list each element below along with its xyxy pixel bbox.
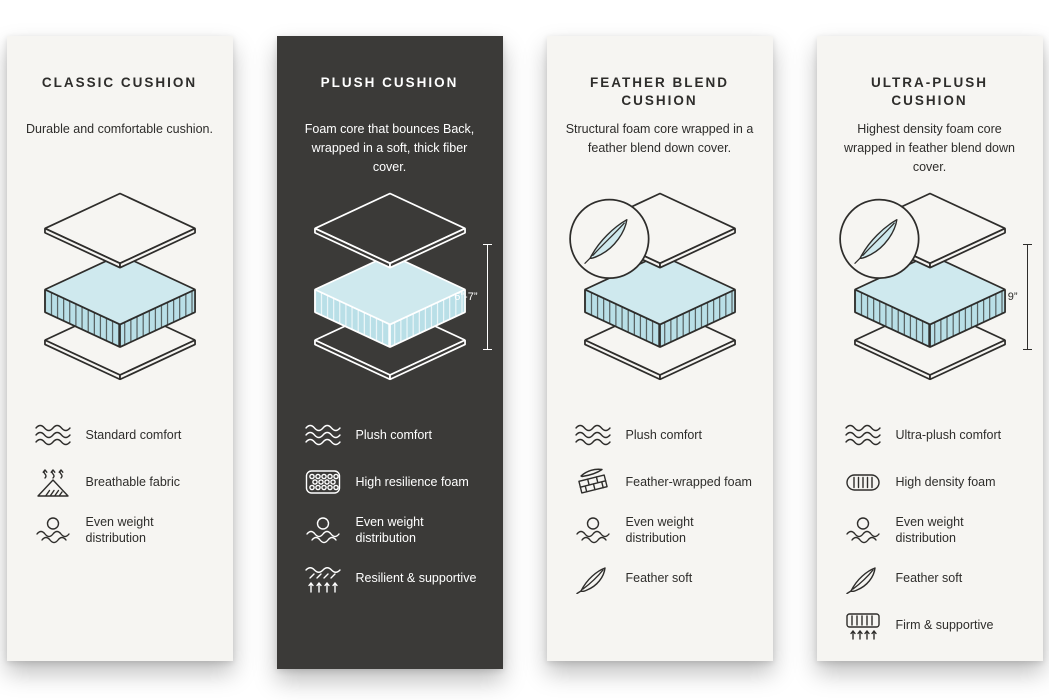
feature-label: Even weight distribution bbox=[355, 515, 424, 546]
measure-rule bbox=[1022, 244, 1032, 350]
feature-row: Feather soft bbox=[574, 564, 756, 594]
foam-core-layer bbox=[43, 253, 196, 348]
feature-row: Feather soft bbox=[844, 564, 1026, 594]
feature-label: Plush comfort bbox=[355, 427, 432, 442]
feature-list: Ultra-plush comfort High density foam Ev… bbox=[834, 420, 1026, 641]
card-ultra-plush-cushion: ULTRA-PLUSH CUSHION Highest density foam… bbox=[816, 36, 1043, 661]
waves-icon bbox=[574, 420, 612, 450]
card-title: FEATHER BLEND CUSHION bbox=[590, 75, 729, 109]
top-cover-layer bbox=[313, 192, 466, 269]
feature-label: Firm & supportive bbox=[895, 618, 994, 633]
feature-row: High resilience foam bbox=[304, 467, 486, 497]
feature-label: Ultra-plush comfort bbox=[895, 427, 1002, 442]
thickness-label: 6”-7” bbox=[454, 291, 478, 303]
feature-label: High density foam bbox=[895, 474, 996, 489]
mattress-illustration bbox=[564, 190, 756, 394]
card-description: Durable and comfortable cushion. bbox=[26, 122, 213, 136]
feature-label: Plush comfort bbox=[625, 427, 702, 442]
card-classic-cushion: CLASSIC CUSHION Durable and comfortable … bbox=[6, 36, 233, 661]
mattress-illustration: 6”-7” bbox=[294, 190, 492, 394]
feature-row: Standard comfort bbox=[34, 420, 216, 450]
mattress-diagram bbox=[568, 192, 736, 381]
thickness-label: 9” bbox=[1007, 291, 1018, 303]
feature-row: Plush comfort bbox=[304, 420, 486, 450]
feather-callout bbox=[568, 198, 650, 280]
resilient-supportive-icon bbox=[304, 564, 342, 594]
feature-label: Resilient & supportive bbox=[355, 571, 477, 586]
breathable-fabric-icon bbox=[34, 467, 72, 497]
feature-label: Standard comfort bbox=[85, 427, 182, 442]
feature-row: Plush comfort bbox=[574, 420, 756, 450]
mattress-illustration: 9” bbox=[834, 190, 1032, 394]
feature-row: Even weight distribution bbox=[304, 514, 486, 547]
mattress-diagram bbox=[43, 192, 196, 381]
density-foam-icon bbox=[844, 467, 882, 497]
feature-row: High density foam bbox=[844, 467, 1026, 497]
feature-row: Even weight distribution bbox=[844, 514, 1026, 547]
feather-callout bbox=[838, 198, 920, 280]
feature-list: Plush comfort Feather-wrapped foam Even … bbox=[564, 420, 756, 594]
feature-label: Even weight distribution bbox=[85, 515, 154, 546]
card-feather-blend-cushion: FEATHER BLEND CUSHION Structural foam co… bbox=[546, 36, 773, 661]
feature-row: Breathable fabric bbox=[34, 467, 216, 497]
mattress-diagram bbox=[313, 192, 466, 381]
card-title: ULTRA-PLUSH CUSHION bbox=[871, 75, 988, 109]
waves-icon bbox=[34, 420, 72, 450]
feature-label: Feather soft bbox=[625, 571, 693, 586]
even-weight-icon bbox=[844, 515, 882, 545]
feather-foam-icon bbox=[574, 467, 612, 497]
feature-row: Even weight distribution bbox=[574, 514, 756, 547]
top-cover-layer bbox=[43, 192, 196, 269]
even-weight-icon bbox=[34, 515, 72, 545]
feature-label: Breathable fabric bbox=[85, 474, 181, 489]
feature-row: Feather-wrapped foam bbox=[574, 467, 756, 497]
feature-list: Standard comfort Breathable fabric Even … bbox=[24, 420, 216, 547]
even-weight-icon bbox=[304, 515, 342, 545]
card-description: Highest density foam core wrapped in fea… bbox=[844, 122, 1015, 174]
feature-row: Even weight distribution bbox=[34, 514, 216, 547]
card-plush-cushion: PLUSH CUSHION Foam core that bounces Bac… bbox=[276, 36, 503, 669]
feature-row: Firm & supportive bbox=[844, 611, 1026, 641]
thickness-measure: 6”-7” bbox=[454, 244, 492, 350]
feather-icon bbox=[574, 564, 612, 594]
card-description: Structural foam core wrapped in a feathe… bbox=[565, 122, 754, 155]
feature-row: Resilient & supportive bbox=[304, 564, 486, 594]
card-title: PLUSH CUSHION bbox=[320, 75, 459, 90]
feature-label: Feather-wrapped foam bbox=[625, 474, 752, 489]
waves-icon bbox=[844, 420, 882, 450]
firm-supportive-icon bbox=[844, 611, 882, 641]
feature-list: Plush comfort High resilience foam Even … bbox=[294, 420, 486, 594]
feature-label: Feather soft bbox=[895, 571, 963, 586]
feature-label: Even weight distribution bbox=[895, 515, 964, 546]
feature-label: High resilience foam bbox=[355, 474, 469, 489]
even-weight-icon bbox=[574, 515, 612, 545]
measure-rule bbox=[482, 244, 492, 350]
card-description: Foam core that bounces Back, wrapped in … bbox=[304, 122, 475, 174]
feature-row: Ultra-plush comfort bbox=[844, 420, 1026, 450]
resilience-foam-icon bbox=[304, 467, 342, 497]
mattress-diagram bbox=[838, 192, 1006, 381]
mattress-illustration bbox=[24, 190, 216, 394]
feature-label: Even weight distribution bbox=[625, 515, 694, 546]
feather-icon bbox=[844, 564, 882, 594]
card-title: CLASSIC CUSHION bbox=[41, 75, 198, 90]
thickness-measure: 9” bbox=[1008, 244, 1032, 350]
waves-icon bbox=[304, 420, 342, 450]
foam-core-layer bbox=[313, 253, 466, 348]
